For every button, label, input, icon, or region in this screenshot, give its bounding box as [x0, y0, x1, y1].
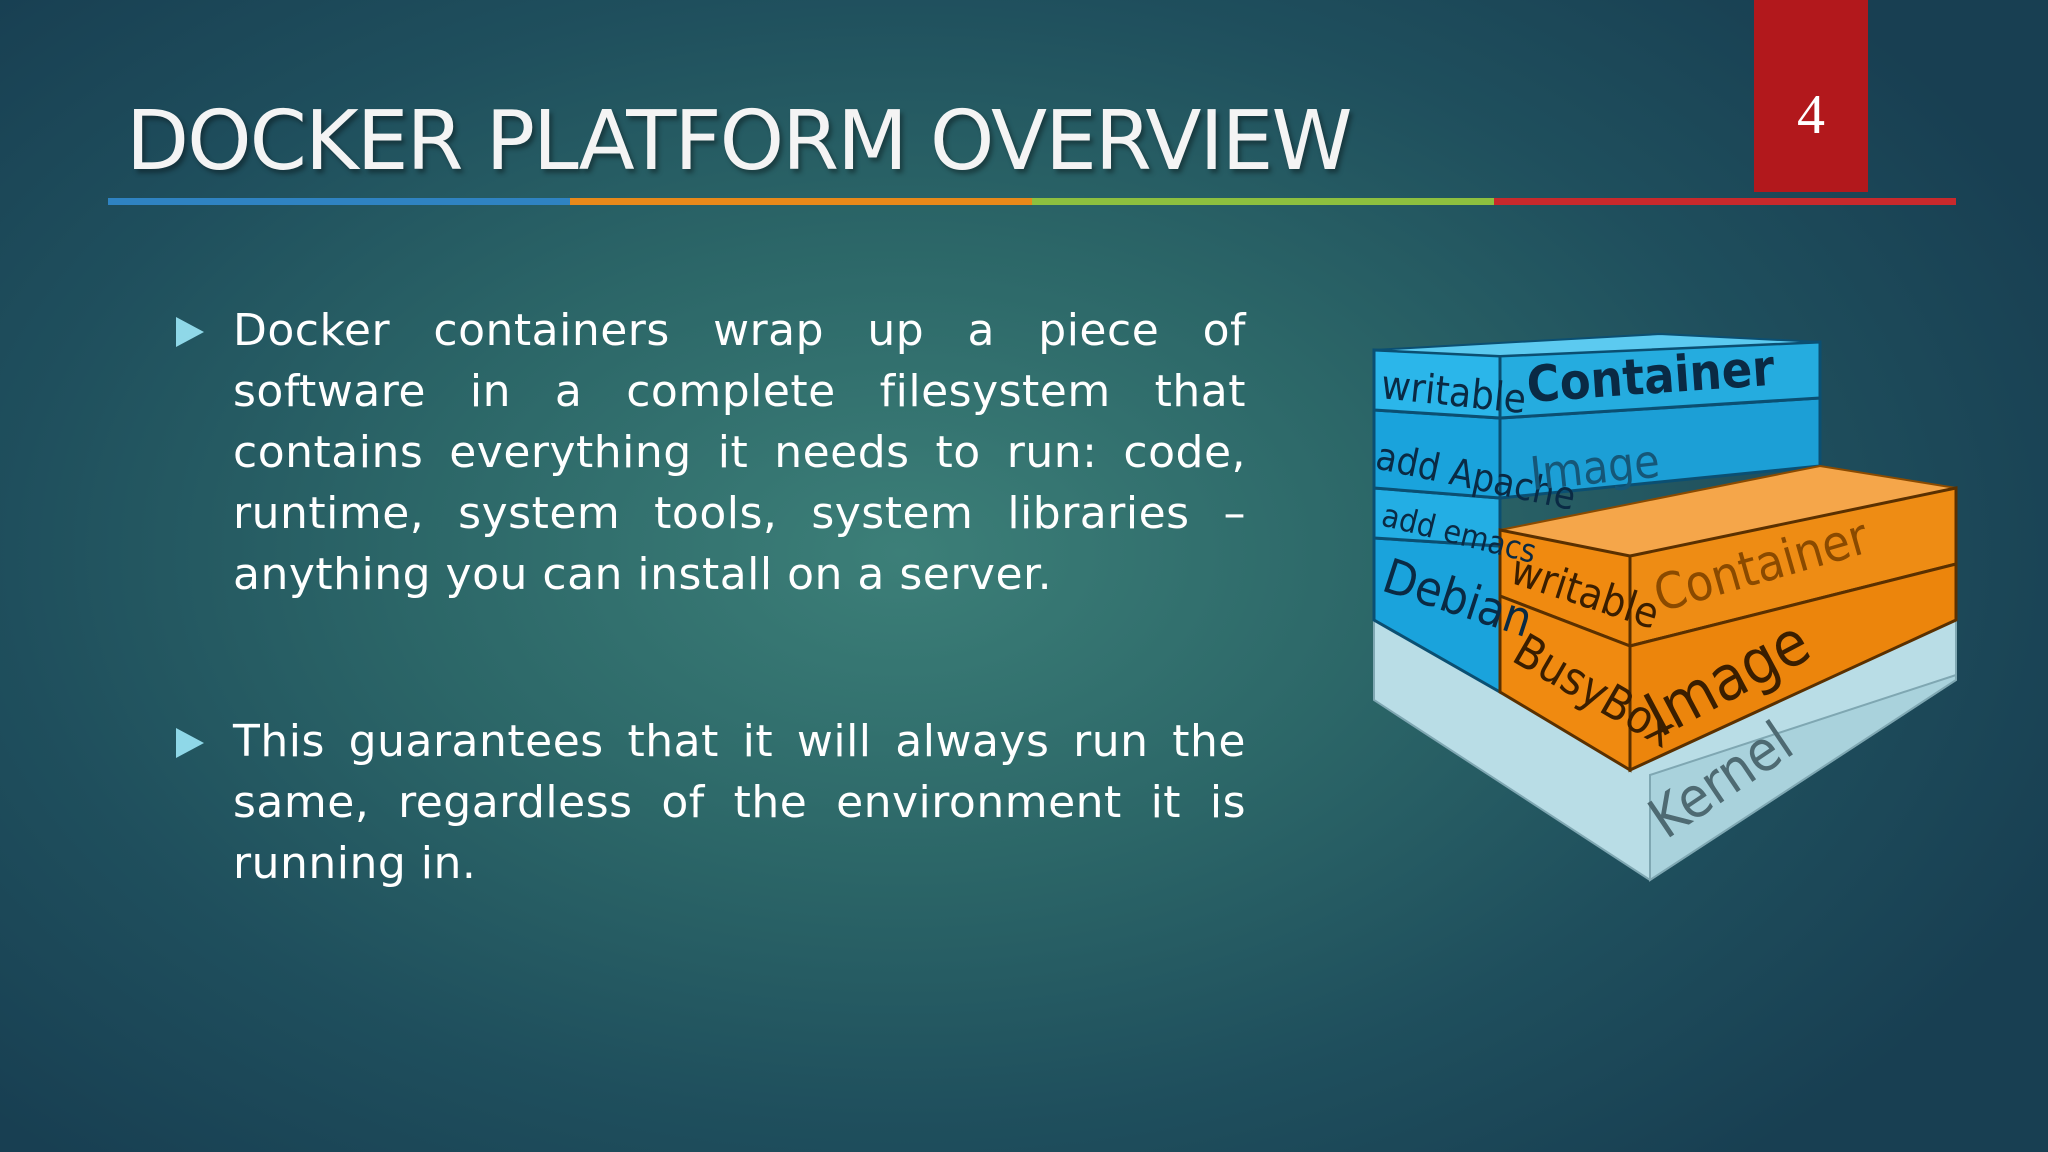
title-rule-segment-red	[1494, 198, 1956, 205]
triangle-right-icon	[176, 317, 204, 347]
bullet-item: This guarantees that it will always run …	[176, 711, 1246, 894]
title-rule	[108, 198, 1956, 205]
title-rule-segment-orange	[570, 198, 1032, 205]
bullet-text: This guarantees that it will always run …	[233, 716, 1246, 889]
docker-layers-illustration: writable Container add Apache Image add …	[1372, 332, 1958, 882]
page-number: 4	[1797, 84, 1825, 146]
bullet-list: Docker containers wrap up a piece of sof…	[176, 300, 1246, 894]
blue-image-label: Image	[1528, 434, 1663, 501]
orange-image-right-face	[1628, 562, 1958, 773]
docker-layers-diagram: writable Container add Apache Image add …	[1360, 320, 1960, 900]
triangle-right-icon	[176, 728, 204, 758]
bullet-item: Docker containers wrap up a piece of sof…	[176, 300, 1246, 605]
kernel-layer-front	[1649, 673, 1957, 882]
slide-title: DOCKER PLATFORM OVERVIEW	[126, 94, 1353, 189]
bullet-text: Docker containers wrap up a piece of sof…	[233, 305, 1246, 600]
page-number-badge: 4	[1754, 0, 1868, 192]
blue-container-top	[1373, 332, 1821, 358]
title-rule-segment-blue	[108, 198, 570, 205]
title-rule-segment-green	[1032, 198, 1494, 205]
